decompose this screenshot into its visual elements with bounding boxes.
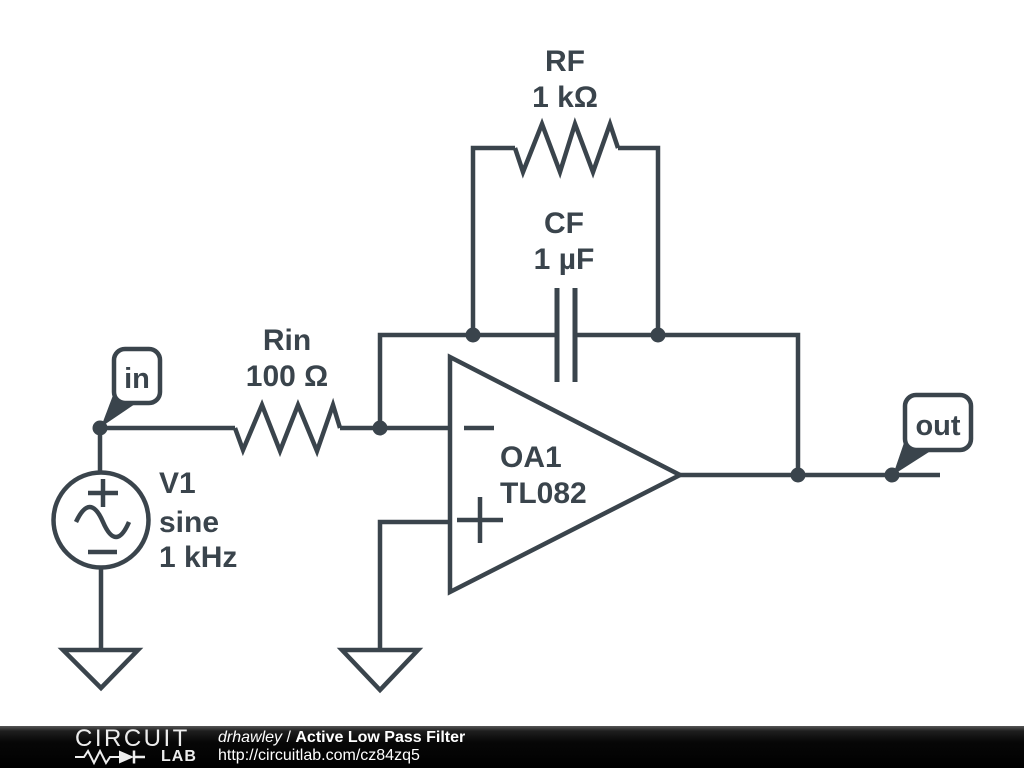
node-label-out: out (915, 410, 960, 442)
wires (97, 145, 940, 650)
voltage-source-waveform: sine (159, 506, 219, 539)
footer-attribution: drhawley / Active Low Pass Filter http:/… (218, 729, 465, 765)
sine-wave-icon (73, 504, 132, 540)
ground-icon (57, 647, 144, 692)
resistor-rin-zigzag (232, 397, 343, 458)
node-label-in: in (124, 363, 150, 395)
resistor-rf-zigzag (512, 117, 621, 179)
voltage-source-v1[interactable]: V1 sine 1 kHz (51, 467, 238, 574)
ground-symbol-source[interactable] (57, 647, 144, 692)
resistor-rf-value: 1 kΩ (532, 81, 598, 114)
voltage-source-frequency: 1 kHz (159, 541, 237, 574)
resistor-rin-value: 100 Ω (246, 360, 328, 393)
footer-separator: / (282, 729, 296, 746)
footer-author: drhawley (218, 729, 283, 746)
source-plus-icon (88, 479, 118, 507)
opamp-triangle (447, 353, 685, 596)
footer-title: Active Low Pass Filter (295, 729, 466, 746)
capacitor-cf-value: 1 µF (534, 243, 595, 276)
node-callout-out[interactable]: out (893, 392, 974, 475)
resistor-rf-label: RF (545, 45, 585, 78)
resistor-diode-squiggle-icon (75, 749, 145, 765)
wire-rf-left (470, 145, 515, 335)
callout-box (902, 392, 974, 453)
opamp-part-number: TL082 (500, 477, 587, 510)
schematic-canvas: RF 1 kΩ CF 1 µF Rin 100 Ω (51, 45, 974, 694)
node-callout-in[interactable]: in (101, 346, 163, 427)
wire-feedback-right-drop (575, 332, 801, 475)
wire-rf-right (618, 145, 661, 335)
callout-box (111, 346, 163, 406)
noninverting-input-icon (457, 497, 503, 543)
voltage-source-label: V1 (159, 467, 196, 500)
resistor-rin-label: Rin (263, 324, 311, 357)
opamp-oa1[interactable]: OA1 TL082 (447, 353, 685, 596)
opamp-label: OA1 (500, 441, 562, 474)
ground-icon (336, 647, 424, 694)
circuitlab-logo-text: CIRCUIT (75, 725, 190, 752)
junction-dot-feedback-right (650, 327, 666, 343)
capacitor-cf-label: CF (544, 207, 584, 240)
ground-symbol-opamp[interactable] (336, 647, 424, 694)
resistor-rf[interactable]: RF 1 kΩ (512, 45, 621, 179)
circuitlab-logo: CIRCUIT LAB (75, 725, 205, 765)
junction-dot-output (790, 467, 806, 483)
footer-bar: CIRCUIT LAB drhawley / Active Low Pass F… (0, 726, 1024, 768)
wire-noninverting-to-ground (377, 519, 450, 650)
junction-dot-inverting (372, 420, 388, 436)
footer-author-title: drhawley / Active Low Pass Filter (218, 729, 465, 747)
capacitor-cf[interactable]: CF 1 µF (534, 207, 595, 382)
wire-inverting-riser-feedback-left (377, 332, 557, 428)
circuitlab-logo-lab: LAB (161, 748, 197, 765)
junction-dot-feedback-left (465, 327, 481, 343)
footer-url: http://circuitlab.com/cz84zq5 (218, 747, 420, 764)
resistor-rin[interactable]: Rin 100 Ω (232, 324, 343, 458)
